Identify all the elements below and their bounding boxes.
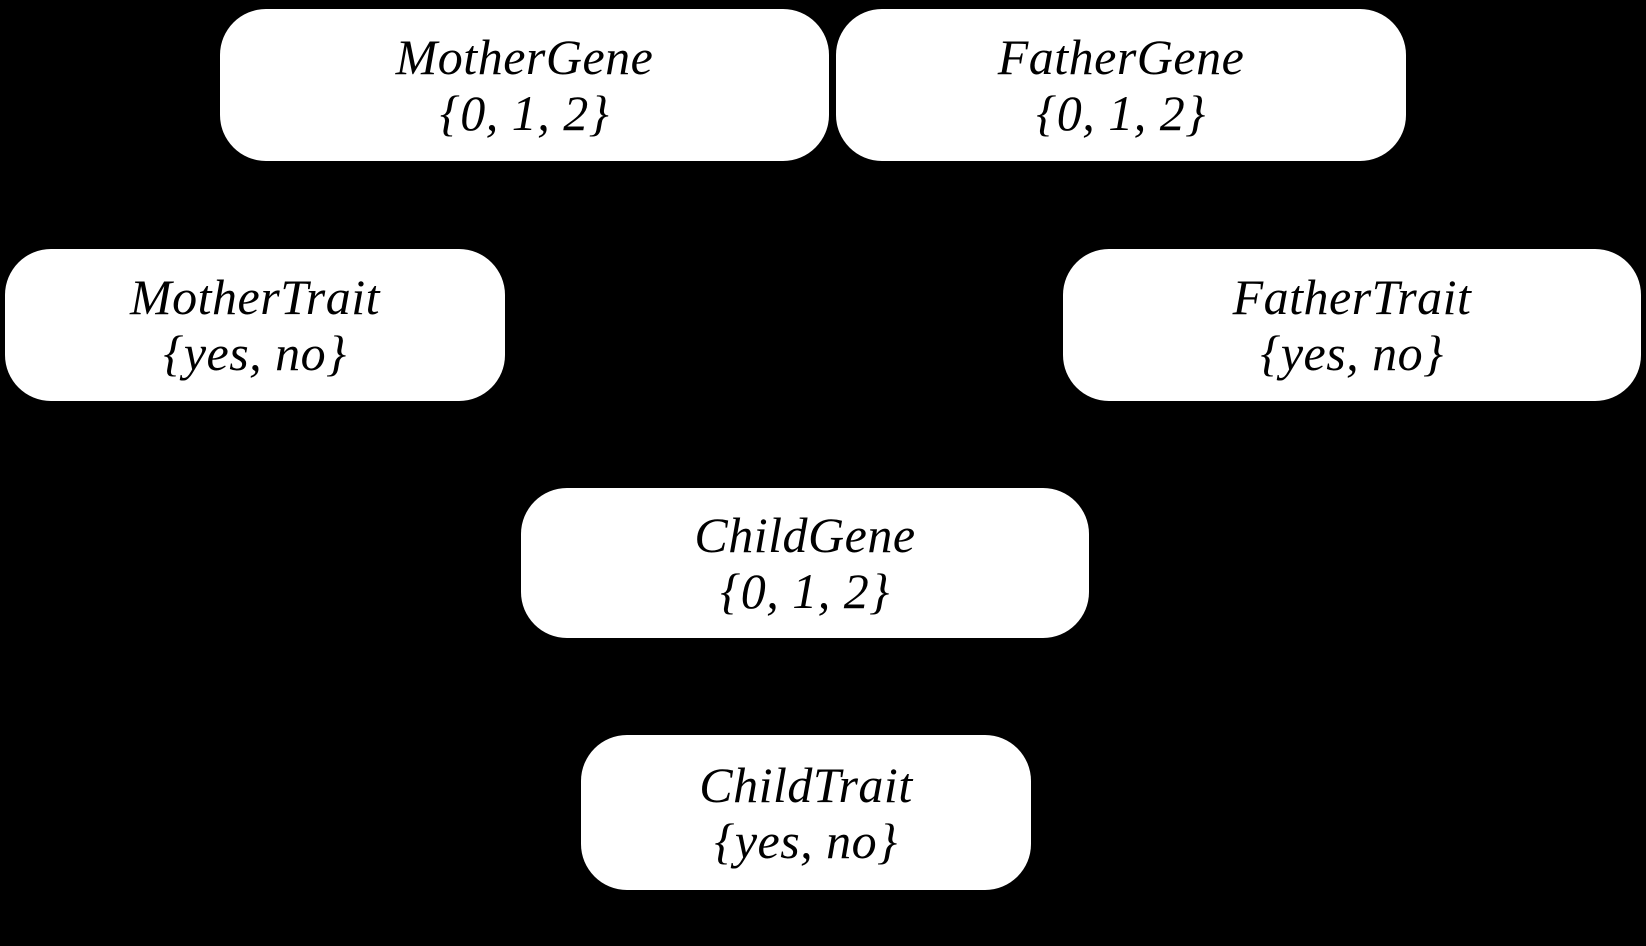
node-mother-trait[interactable]: MotherTrait {yes, no}: [5, 249, 505, 401]
node-child-trait[interactable]: ChildTrait {yes, no}: [581, 735, 1031, 890]
node-mother-gene[interactable]: MotherGene {0, 1, 2}: [220, 9, 829, 161]
node-mother-trait-title: MotherTrait: [130, 269, 380, 325]
node-child-gene-title: ChildGene: [694, 507, 916, 563]
node-child-trait-domain: {yes, no}: [714, 812, 898, 869]
node-mother-gene-title: MotherGene: [395, 29, 654, 85]
node-father-gene[interactable]: FatherGene {0, 1, 2}: [836, 9, 1406, 161]
node-father-gene-title: FatherGene: [997, 29, 1245, 85]
node-mother-trait-domain: {yes, no}: [163, 325, 347, 381]
node-mother-gene-domain: {0, 1, 2}: [439, 85, 610, 141]
node-father-trait[interactable]: FatherTrait {yes, no}: [1063, 249, 1641, 401]
node-father-trait-domain: {yes, no}: [1260, 325, 1444, 381]
node-child-gene-domain: {0, 1, 2}: [720, 563, 890, 619]
node-father-trait-title: FatherTrait: [1232, 269, 1472, 325]
node-child-gene[interactable]: ChildGene {0, 1, 2}: [521, 488, 1089, 638]
node-child-trait-title: ChildTrait: [699, 756, 913, 813]
node-father-gene-domain: {0, 1, 2}: [1036, 85, 1206, 141]
